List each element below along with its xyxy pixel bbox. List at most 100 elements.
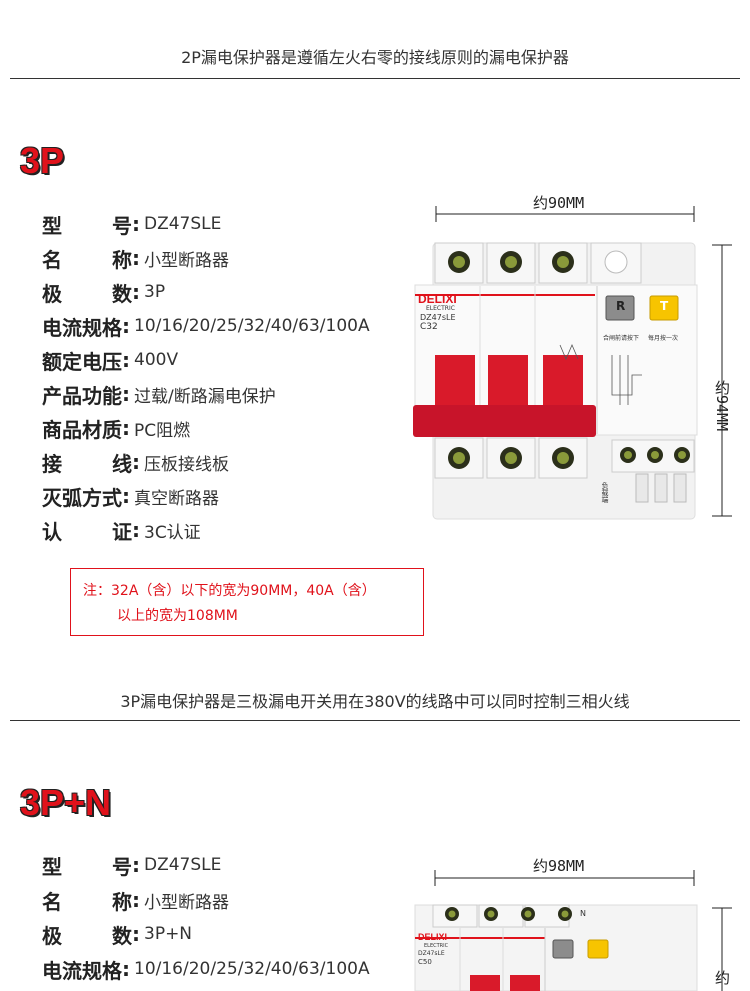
width-dimension-line-2 [434, 870, 732, 991]
width-dimension-line [435, 206, 732, 517]
spec-label: 名称 [42, 244, 132, 273]
spec-row-cert: 认证:3C认证 [42, 513, 201, 547]
spec-colon: : [122, 382, 130, 406]
spec-row-current: 电流规格:10/16/20/25/32/40/63/100A [42, 952, 370, 986]
height-dimension-label-2: 约 [713, 970, 731, 985]
spec-row-wiring: 接线:压板接线板 [42, 445, 229, 479]
spec-colon: : [122, 314, 130, 338]
width-note-box: 注：32A（含）以下的宽为90MM，40A（含） 以上的宽为108MM [70, 568, 424, 636]
spec-label: 型号 [42, 210, 132, 239]
spec-colon: : [132, 450, 140, 474]
brand-logo: DELIXI [418, 292, 457, 306]
section1-caption: 3P漏电保护器是三极漏电开关用在380V的线路中可以同时控制三相火线 [120, 692, 630, 711]
spec-value: PC阻燃 [134, 420, 191, 441]
spec-colon: : [132, 888, 140, 912]
spec-label-char: 号 [112, 854, 132, 879]
spec-label: 型号 [42, 851, 132, 880]
spec-row-model: 型号:DZ47SLE [42, 207, 221, 241]
breaker-3pn-illustration [414, 904, 698, 991]
spec-value: 3P [144, 282, 166, 302]
section-title-3pn: 3P+N [20, 782, 112, 823]
spec-label-char: 型 [42, 213, 62, 238]
spec-value: 小型断路器 [144, 892, 229, 913]
divider [10, 78, 740, 79]
spec-value: 小型断路器 [144, 250, 229, 271]
schematic-diagram [559, 343, 642, 405]
spec-label: 极数 [42, 278, 132, 307]
spec-label: 产品功能 [42, 383, 122, 408]
brand-subtitle: ELECTRIC [426, 305, 455, 312]
spec-label-text: 型号 [42, 210, 132, 239]
spec-value: 400V [134, 350, 179, 370]
model-label-2: DZ47sLE [418, 950, 445, 957]
top-terminals [434, 242, 642, 284]
spec-value: 真空断路器 [134, 488, 219, 509]
spec-label: 认证 [42, 516, 132, 545]
spec-value: 10/16/20/25/32/40/63/100A [134, 959, 370, 979]
spec-row-material: 商品材质:PC阻燃 [42, 411, 190, 445]
spec-row-poles: 极数:3P+N [42, 917, 192, 951]
spec-value: 10/16/20/25/32/40/63/100A [134, 316, 370, 336]
spec-label-char: 名 [42, 247, 62, 272]
spec-label: 电流规格 [42, 958, 122, 983]
spec-colon: : [122, 484, 130, 508]
spec-colon: : [132, 280, 140, 304]
rating-label: C32 [420, 322, 438, 332]
spec-value: 3P+N [144, 924, 193, 944]
spec-label-text: 名称 [42, 244, 132, 273]
spec-label-char: 极 [42, 281, 62, 306]
note-line-2: 以上的宽为108MM [117, 608, 238, 624]
test-hint: 每月按一次 [648, 335, 679, 342]
test-button: T [660, 299, 669, 313]
top-caption: 2P漏电保护器是遵循左火右零的接线原则的漏电保护器 [181, 48, 569, 67]
spec-colon: : [122, 348, 130, 372]
spec-colon: : [122, 416, 130, 440]
spec-colon: : [132, 246, 140, 270]
brand-subtitle-2: ELECTRIC [424, 943, 449, 949]
section-title-3p: 3P [20, 140, 65, 181]
note-line-1: 注：32A（含）以下的宽为90MM，40A（含） [83, 583, 376, 599]
spec-label-char: 号 [112, 213, 132, 238]
spec-label: 灭弧方式 [42, 485, 122, 510]
neutral-label: N [580, 909, 586, 918]
spec-label: 电流规格 [42, 315, 122, 340]
rating-label-2: C50 [418, 958, 432, 966]
spec-label-char: 型 [42, 854, 62, 879]
width-dimension-label-2: 约98MM [533, 857, 585, 875]
reset-hint: 合闸前请按下 [603, 335, 640, 342]
spec-label-char: 极 [42, 923, 62, 948]
spec-row-function: 产品功能:过载/断路漏电保护 [42, 377, 276, 411]
spec-label-char: 名 [42, 889, 62, 914]
reset-button: R [616, 299, 626, 313]
spec-value: 过载/断路漏电保护 [134, 386, 276, 407]
spec-label: 接线 [42, 448, 132, 477]
spec-label-text: 接线 [42, 448, 132, 477]
spec-label: 名称 [42, 886, 132, 915]
spec-label-text: 认证 [42, 516, 132, 545]
spec-label: 商品材质 [42, 417, 122, 442]
load-side-label: 负载端 [601, 482, 609, 503]
spec-label-char: 接 [42, 451, 62, 476]
spec-label-char: 称 [112, 889, 132, 914]
bottom-terminals [434, 437, 695, 503]
brand-logo-2: DELIXI [418, 932, 448, 942]
spec-colon: : [132, 518, 140, 542]
spec-label-char: 称 [112, 247, 132, 272]
spec-colon: : [132, 853, 140, 877]
spec-value: 3C认证 [144, 522, 201, 543]
spec-value: DZ47SLE [144, 214, 222, 234]
spec-value: DZ47SLE [144, 855, 222, 875]
spec-colon: : [132, 922, 140, 946]
spec-row-poles: 极数:3P [42, 275, 165, 309]
spec-row-current: 电流规格:10/16/20/25/32/40/63/100A [42, 309, 370, 343]
spec-label-text: 名称 [42, 886, 132, 915]
spec-row-model: 型号:DZ47SLE [42, 848, 221, 882]
red-handles [413, 355, 596, 437]
spec-row-name: 名称:小型断路器 [42, 241, 229, 275]
model-label: DZ47sLE [420, 313, 456, 322]
spec-label-char: 数 [112, 923, 132, 948]
spec-label: 极数 [42, 920, 132, 949]
divider [10, 720, 740, 721]
width-dimension-label: 约90MM [533, 194, 585, 212]
spec-colon: : [132, 212, 140, 236]
